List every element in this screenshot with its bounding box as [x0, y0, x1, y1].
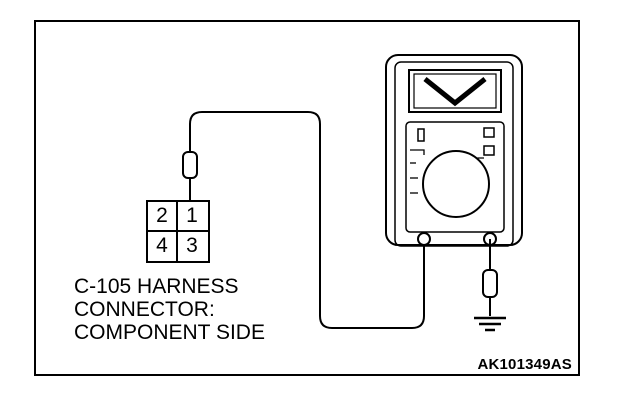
connector-caption: C-105 HARNESS CONNECTOR: COMPONENT SIDE — [74, 275, 265, 344]
pin-1-label: 1 — [186, 204, 198, 227]
caption-line-3: COMPONENT SIDE — [74, 321, 265, 344]
ground-symbol-icon — [474, 316, 506, 332]
test-lead-wire — [189, 111, 425, 329]
voltmeter — [385, 54, 523, 247]
range-button-upper-icon — [483, 127, 495, 138]
range-button-lower-icon — [483, 145, 495, 156]
figure-id: AK101349AS — [477, 356, 572, 373]
pin-2-label: 2 — [156, 204, 168, 227]
caption-line-2: CONNECTOR: — [74, 298, 215, 321]
ground-lead — [482, 239, 498, 316]
terminal-left-icon — [417, 232, 431, 246]
volt-symbol-icon — [423, 77, 487, 107]
caption-line-1: C-105 HARNESS — [74, 275, 239, 298]
harness-connector — [146, 200, 210, 263]
selector-dial-icon — [422, 150, 490, 218]
pin-4-label: 4 — [156, 234, 168, 257]
connector-probe — [182, 151, 198, 200]
mode-indicator-icon — [417, 128, 425, 142]
pin-3-label: 3 — [186, 234, 198, 257]
